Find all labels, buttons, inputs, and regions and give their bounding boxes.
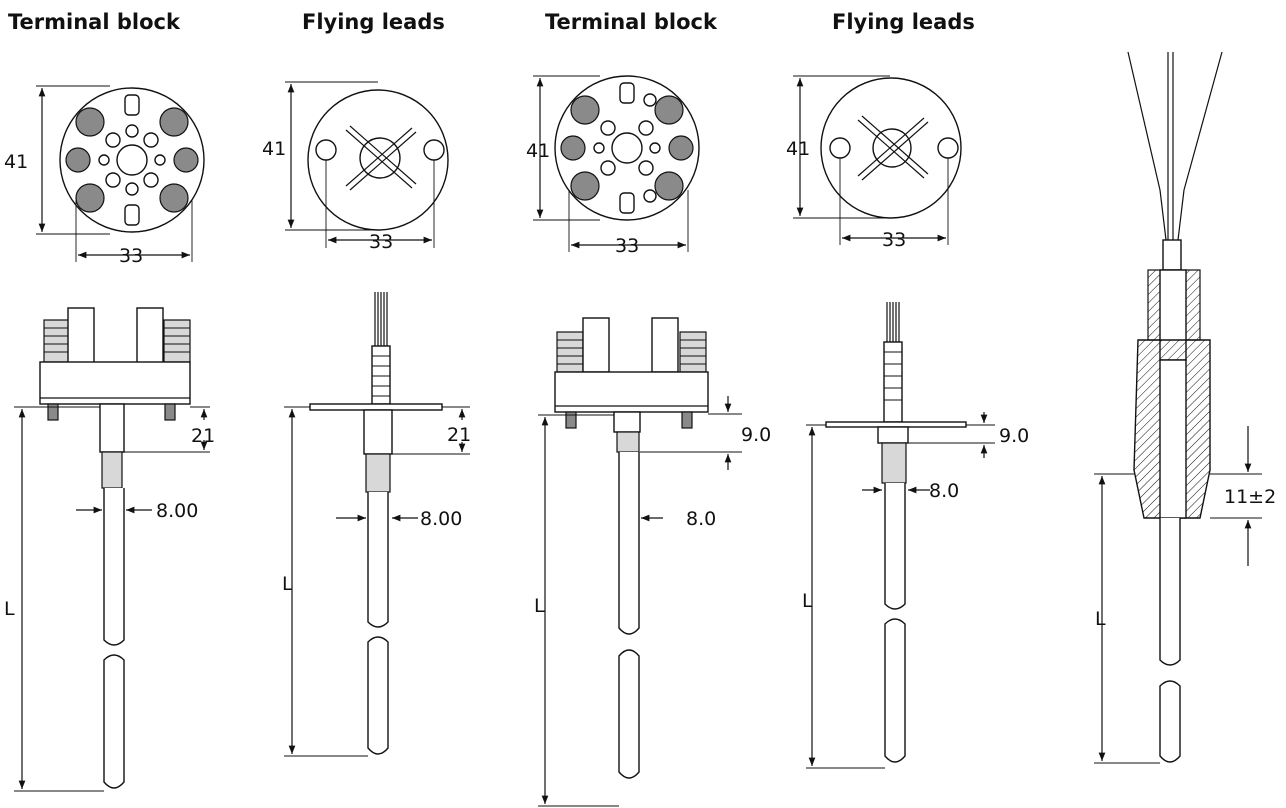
heading-terminal-block-1: Terminal block <box>8 10 180 34</box>
dim-height-41-a: 41 <box>4 151 28 173</box>
dim-8.00-b: 8.00 <box>420 508 462 530</box>
dim-width-33-c: 33 <box>615 235 639 257</box>
flying-leads-side-view-2 <box>806 302 995 769</box>
dim-height-41-d: 41 <box>786 138 810 160</box>
terminal-block-top-view-2 <box>533 75 700 252</box>
dim-length-L-d: L <box>802 590 813 612</box>
threaded-fitting-view <box>1094 51 1262 764</box>
screw-icon <box>560 95 694 201</box>
dim-8.00-a: 8.00 <box>156 500 198 522</box>
dim-width-33-a: 33 <box>119 245 143 267</box>
dim-length-L-b: L <box>282 573 293 595</box>
dim-21-a: 21 <box>191 425 215 447</box>
heading-terminal-block-2: Terminal block <box>545 10 717 34</box>
dim-height-41-b: 41 <box>262 138 286 160</box>
heading-flying-leads-1: Flying leads <box>302 10 445 34</box>
flying-leads-top-view-1 <box>285 81 449 248</box>
dim-width-33-b: 33 <box>369 231 393 253</box>
flying-leads-side-view-1 <box>284 292 470 757</box>
dim-length-L-e: L <box>1095 608 1106 630</box>
dim-8.0-b: 8.0 <box>929 480 959 502</box>
terminal-block-side-view-1 <box>14 307 210 792</box>
terminal-block-top-view-1 <box>36 85 205 262</box>
dim-length-L-a: L <box>4 598 15 620</box>
dim-9.0-a: 9.0 <box>741 424 771 446</box>
dim-width-33-d: 33 <box>882 229 906 251</box>
dim-height-41-c: 41 <box>526 140 550 162</box>
flying-leads-top-view-2 <box>793 75 962 245</box>
dim-9.0-b: 9.0 <box>999 425 1029 447</box>
dim-8.0-a: 8.0 <box>686 508 716 530</box>
terminal-block-side-view-2 <box>538 317 742 807</box>
heading-flying-leads-2: Flying leads <box>832 10 975 34</box>
dim-thread-11-2: 11±2 <box>1224 486 1276 508</box>
dim-length-L-c: L <box>534 595 545 617</box>
dim-21-b: 21 <box>447 424 471 446</box>
screw-icon <box>65 107 199 213</box>
